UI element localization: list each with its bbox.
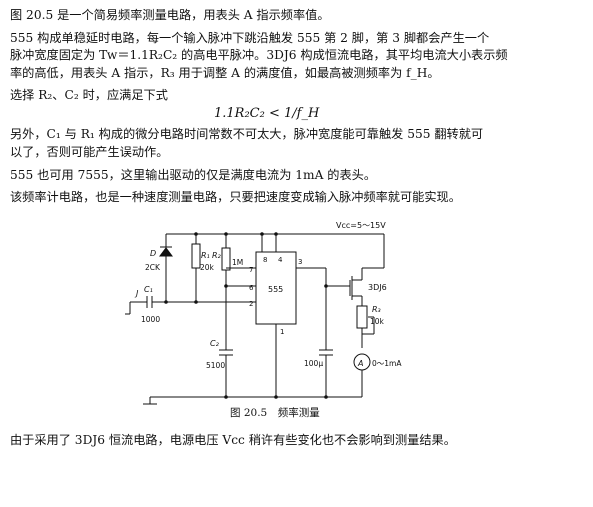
figure-caption: 图 20.5 频率测量 bbox=[230, 407, 320, 419]
resistor-r2 bbox=[221, 247, 231, 271]
label-vcc: Vcc=5～15V bbox=[336, 221, 386, 230]
paragraph-line-8: 555 也可用 7555，这里输出驱动的仅是满度电流为 1mA 的表头。 bbox=[10, 168, 377, 182]
label-r2-val: 1M bbox=[232, 258, 243, 267]
label-c1: C₁ bbox=[144, 285, 153, 294]
label-pin3: 3 bbox=[298, 258, 302, 266]
label-r3: R₃ bbox=[372, 305, 381, 314]
label-pin1: 1 bbox=[280, 328, 284, 336]
paragraph-line-4: 率的高低，用表头 A 指示，R₃ 用于调整 A 的满度值，如最高被测频率为 f_… bbox=[10, 66, 440, 80]
label-pin7: 7 bbox=[249, 266, 253, 274]
label-cap-100u: 100μ bbox=[304, 359, 323, 368]
diode-d bbox=[159, 247, 173, 257]
label-c1-val: 1000 bbox=[141, 315, 160, 324]
label-pin2: 2 bbox=[249, 300, 253, 308]
label-pin4: 4 bbox=[278, 256, 283, 264]
label-r2: R₂ bbox=[212, 251, 222, 260]
label-c2-val: 5100 bbox=[206, 361, 225, 370]
label-r1-val: 20k bbox=[200, 263, 215, 272]
label-pin8: 8 bbox=[263, 256, 267, 264]
paragraph-line-10: 由于采用了 3DJ6 恒流电路，电源电压 Vcc 稍许有些变化也不会影响到测量结… bbox=[10, 433, 456, 447]
resistor-r3 bbox=[356, 305, 368, 329]
label-pin6: 6 bbox=[249, 284, 254, 292]
paragraph-line-9: 该频率计电路，也是一种速度测量电路，只要把速度变成输入脉冲频率就可能实现。 bbox=[10, 190, 461, 204]
paragraph-line-7: 以了，否则可能产生误动作。 bbox=[10, 145, 169, 159]
label-input: J bbox=[134, 289, 139, 298]
resistor-r1 bbox=[191, 243, 201, 269]
label-c2: C₂ bbox=[210, 339, 220, 348]
paragraph-line-1: 图 20.5 是一个简易频率测量电路，用表头 A 指示频率值。 bbox=[10, 8, 330, 22]
paragraph-line-6: 另外，C₁ 与 R₁ 构成的微分电路时间常数不可太大，脉冲宽度能可靠触发 555… bbox=[10, 127, 484, 141]
label-r3-val: 10k bbox=[370, 317, 385, 326]
label-d: D bbox=[150, 249, 156, 258]
paragraph-line-5: 选择 R₂、C₂ 时，应满足下式 bbox=[10, 88, 168, 102]
label-fet: 3DJ6 bbox=[368, 283, 387, 292]
label-r1: R₁ bbox=[201, 251, 210, 260]
label-meter-range: 0～1mA bbox=[372, 359, 402, 368]
label-d-part: 2CK bbox=[145, 263, 161, 272]
paragraph-line-2: 555 构成单稳延时电路，每一个输入脉冲下跳沿触发 555 第 2 脚，第 3 … bbox=[10, 31, 490, 45]
label-ic: 555 bbox=[268, 285, 283, 294]
formula: 1.1R₂C₂ < 1/f_H bbox=[214, 106, 320, 121]
paragraph-line-3: 脉冲宽度固定为 Tw＝1.1R₂C₂ 的高电平脉冲。3DJ6 构成恒流电路，其平… bbox=[10, 48, 508, 62]
label-meter: A bbox=[357, 359, 363, 368]
